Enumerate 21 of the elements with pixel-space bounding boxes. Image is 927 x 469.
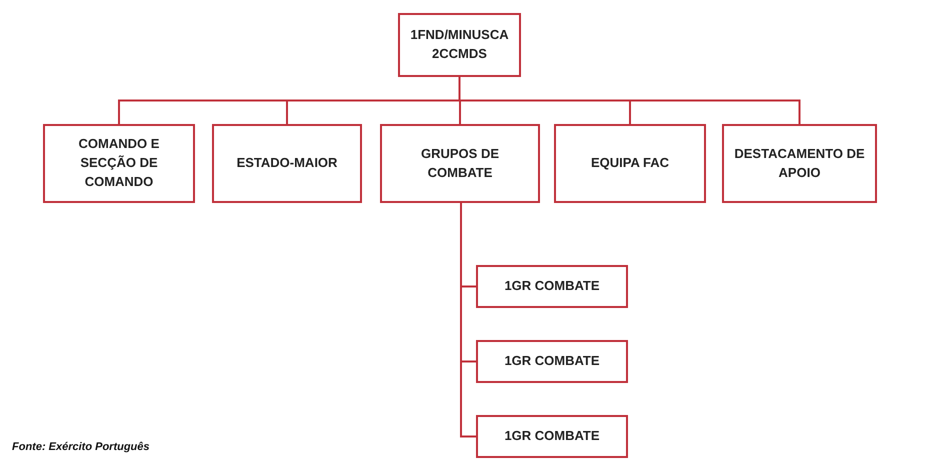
org-box	[476, 415, 628, 458]
org-box	[554, 124, 706, 203]
box-label: 1FND/MINUSCA 2CCMDS	[409, 26, 510, 63]
org-box	[722, 124, 877, 203]
connector-line	[460, 203, 476, 438]
source-note: Fonte: Exército Português	[12, 441, 150, 453]
box-label: 1GR COMBATE	[503, 427, 601, 446]
org-box	[380, 124, 540, 203]
connector-line	[458, 77, 800, 124]
box-label: EQUIPA FAC	[590, 154, 670, 172]
box-label: 1GR COMBATE	[503, 352, 601, 370]
box-label: GRUPOS DE COMBATE	[420, 144, 500, 182]
box-label: DESTACAMENTO DE APOIO	[733, 144, 866, 182]
org-box	[398, 13, 521, 77]
org-box	[43, 124, 195, 203]
box-label: 1GR COMBATE	[503, 277, 601, 296]
box-label: COMANDO E SECÇÃO DE COMANDO	[78, 135, 160, 191]
org-box	[476, 340, 628, 383]
org-box	[212, 124, 362, 203]
box-label: ESTADO-MAIOR	[236, 154, 338, 172]
org-box	[476, 265, 628, 308]
